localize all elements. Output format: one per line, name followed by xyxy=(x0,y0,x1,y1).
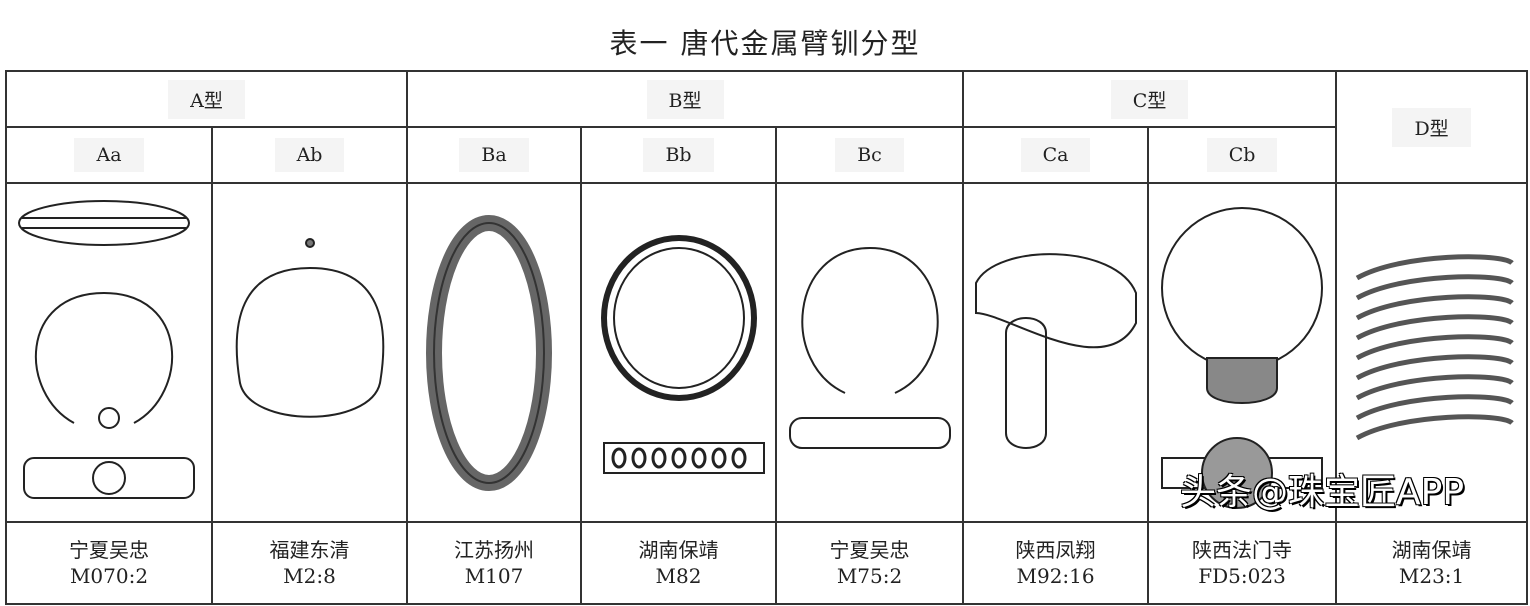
drawing-bc xyxy=(775,182,965,523)
drawing-cb xyxy=(1147,182,1338,523)
subtype-bb: Bb xyxy=(580,126,778,184)
drawing-ca xyxy=(962,182,1150,523)
subtype-cb: Cb xyxy=(1147,126,1338,184)
drawing-aa xyxy=(5,182,213,523)
drawing-d xyxy=(1335,182,1529,523)
subtype-ba: Ba xyxy=(406,126,583,184)
watermark: 头条@珠宝匠APP xyxy=(1180,472,1465,513)
subtype-bc: Bc xyxy=(775,126,965,184)
subtype-ca: Ca xyxy=(962,126,1150,184)
type-a-header: A型 xyxy=(4,70,409,128)
type-b-header: B型 xyxy=(406,70,965,128)
type-d-header: D型 xyxy=(1335,70,1529,184)
table-title: 表一 唐代金属臂钏分型 xyxy=(609,27,921,60)
drawing-ab xyxy=(210,182,409,523)
subtype-aa: Aa xyxy=(5,126,213,184)
type-c-header: C型 xyxy=(962,70,1338,128)
subtype-ab: Ab xyxy=(210,126,409,184)
drawing-ba xyxy=(406,182,583,523)
drawing-bb xyxy=(580,182,778,523)
